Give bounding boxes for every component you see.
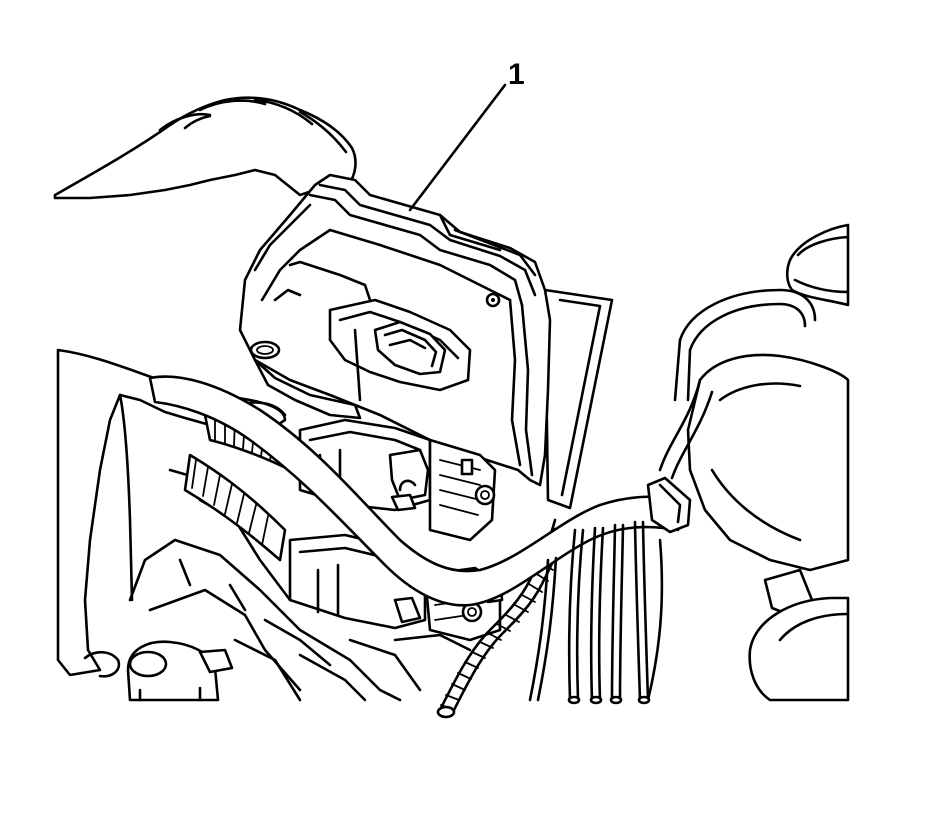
callout-label: 1 (508, 58, 525, 91)
callout-1: 1 (408, 58, 525, 212)
technician-hand (53, 96, 357, 200)
ecm-connectors (288, 418, 504, 642)
hose-clamp (126, 640, 234, 702)
callout-leader-line (408, 83, 507, 212)
coolant-reservoir (646, 223, 850, 702)
technician-arm (56, 348, 287, 678)
engine-control-module (238, 173, 614, 510)
hanging-wires (528, 520, 664, 705)
